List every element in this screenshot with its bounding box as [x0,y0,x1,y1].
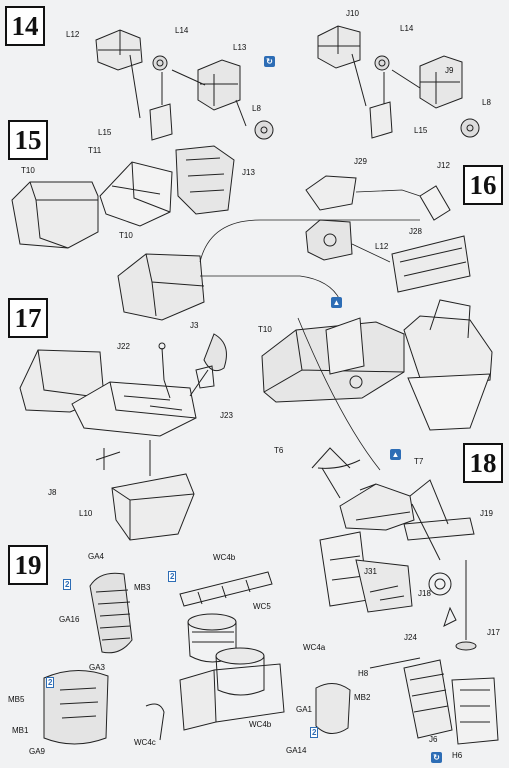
label-j28: J28 [409,227,422,236]
step18-parts [261,299,493,651]
label-ga4: GA4 [88,552,105,561]
step-19-number: 19 [8,545,48,585]
step-14-number: 14 [5,6,45,46]
label-l12: L12 [375,242,389,251]
rotate-icon: ↻ [264,56,275,67]
label-j12: J12 [437,161,450,170]
cement-icon: ▲ [331,297,342,308]
step-15-number: 15 [8,120,48,160]
label-j13: J13 [242,168,255,177]
label-j23: J23 [220,411,233,420]
cement-icon: ▲ [390,449,401,460]
label-l14: L14 [175,26,189,35]
label-l8: L8 [482,98,491,107]
label-ga14: GA14 [286,746,307,755]
label-j3: J3 [190,321,199,330]
quantity-marker: 2 [46,677,55,688]
label-t10: T10 [21,166,35,175]
label-j24: J24 [404,633,417,642]
label-mb1: MB1 [12,726,29,735]
label-j6: J6 [429,735,438,744]
label-wc4c: WC4c [134,738,156,747]
label-t10: T10 [258,325,272,334]
label-l15: L15 [414,126,428,135]
label-j8: J8 [48,488,57,497]
label-wc4b: WC4b [249,720,272,729]
label-j19: J19 [480,509,493,518]
label-j9: J9 [445,66,454,75]
label-j29: J29 [354,157,367,166]
step14-right-parts [317,25,480,139]
label-j10: J10 [346,9,359,18]
label-ga16: GA16 [59,615,80,624]
label-h8: H8 [358,669,369,678]
label-j22: J22 [117,342,130,351]
step16-parts [117,175,471,321]
step-18-number: 18 [463,443,503,483]
label-j17: J17 [487,628,500,637]
step19-parts [43,571,499,745]
label-ga9: GA9 [29,747,46,756]
label-l14: L14 [400,24,414,33]
step-17-number: 17 [8,298,48,338]
label-l15: L15 [98,128,112,137]
label-t10: T10 [119,231,133,240]
label-t7: T7 [414,457,424,466]
step17-parts [19,333,227,541]
label-t11: T11 [88,146,102,155]
label-j31: J31 [364,567,377,576]
label-ga1: GA1 [296,705,313,714]
step14-left-parts [95,29,274,141]
step15-parts [11,145,235,249]
label-mb3: MB3 [134,583,151,592]
step-16-number: 16 [463,165,503,205]
label-wc4b: WC4b [213,553,236,562]
label-l10: L10 [79,509,93,518]
rotate-icon: ↻ [431,752,442,763]
label-mb5: MB5 [8,695,25,704]
label-l12: L12 [66,30,80,39]
quantity-marker: 2 [63,579,72,590]
quantity-marker: 2 [310,727,319,738]
label-wc4a: WC4a [303,643,326,652]
label-wc5: WC5 [253,602,271,611]
label-j18: J18 [418,589,431,598]
label-mb2: MB2 [354,693,371,702]
label-h6: H6 [452,751,463,760]
quantity-marker: 2 [168,571,177,582]
label-l13: L13 [233,43,247,52]
label-t6: T6 [274,446,284,455]
label-ga3: GA3 [89,663,106,672]
label-l8: L8 [252,104,261,113]
